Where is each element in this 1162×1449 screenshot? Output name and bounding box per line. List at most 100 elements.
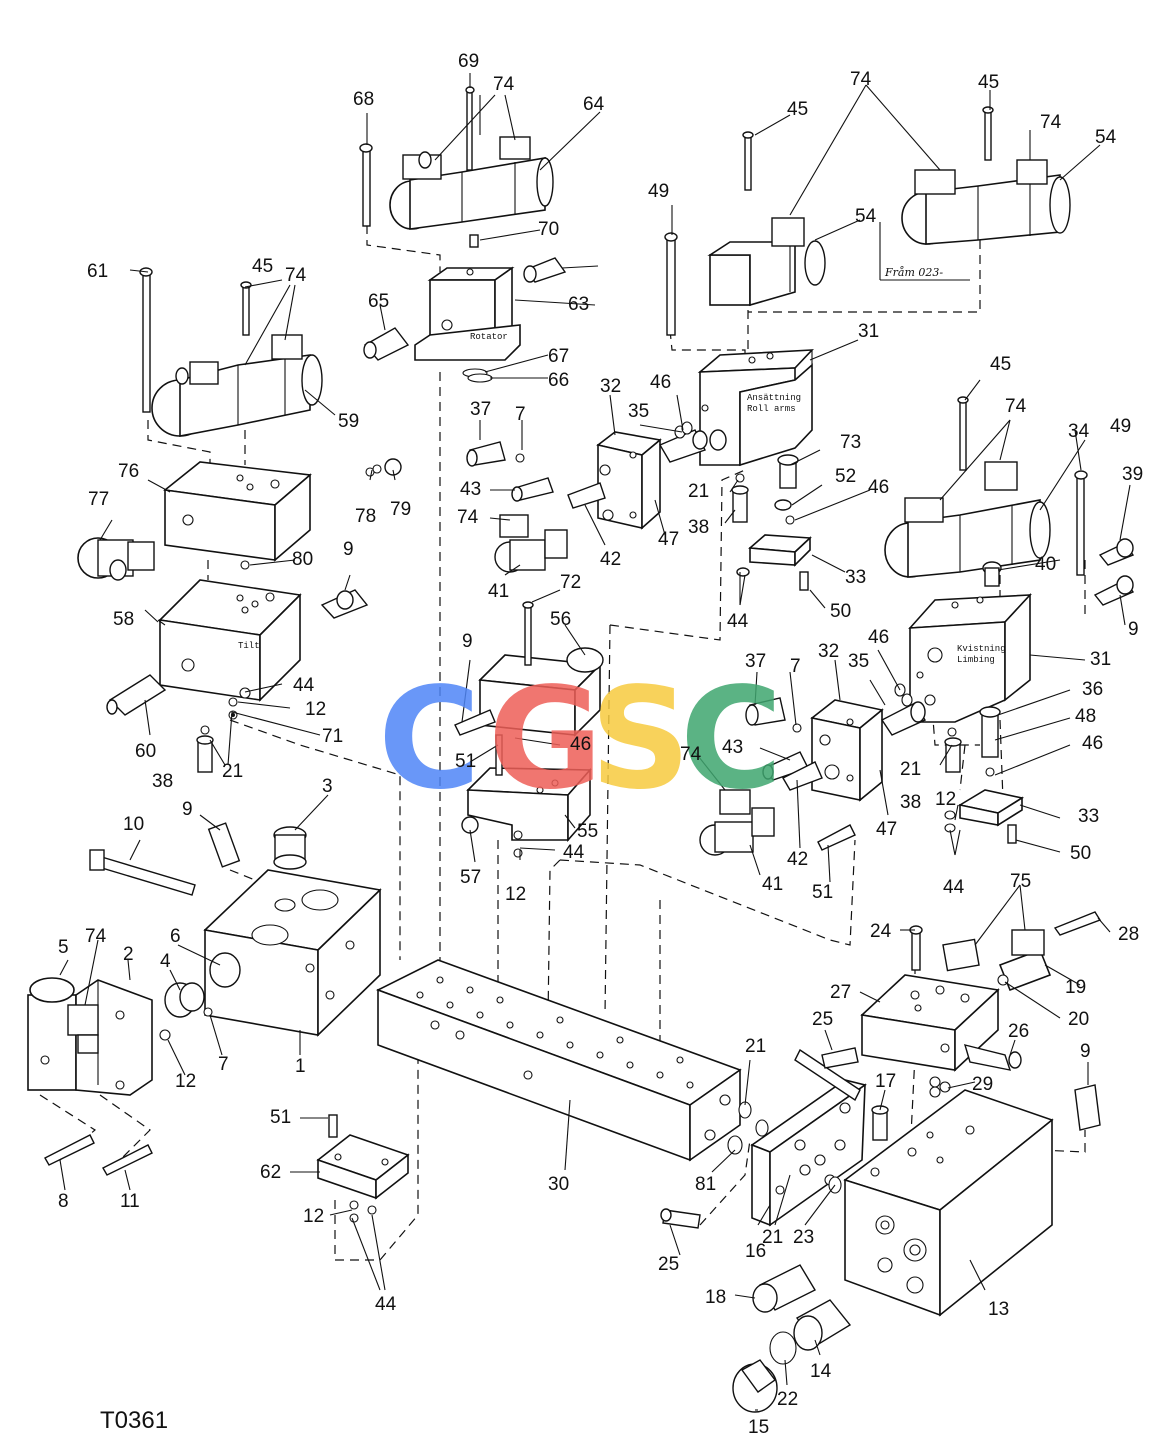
callout-12-b: 12 xyxy=(305,699,327,720)
callout-21-e: 21 xyxy=(762,1227,784,1248)
callout-41: 41 xyxy=(488,581,510,602)
callout-5: 5 xyxy=(58,937,69,958)
callout-54: 54 xyxy=(855,206,877,227)
fittings-tilt xyxy=(106,458,402,773)
callout-49-b: 49 xyxy=(1110,416,1132,437)
callout-16: 16 xyxy=(745,1241,767,1262)
callout-74-g: 74 xyxy=(680,744,702,765)
callout-72: 72 xyxy=(560,572,582,593)
valve-41-upper xyxy=(494,514,568,573)
callout-81: 81 xyxy=(695,1174,717,1195)
callout-4: 4 xyxy=(160,951,171,972)
solenoid-valve-54b xyxy=(879,106,1071,281)
callout-50-b: 50 xyxy=(1070,843,1092,864)
callout-26: 26 xyxy=(1008,1021,1030,1042)
label-rollarms-2: Roll arms xyxy=(747,404,796,414)
callout-74: 74 xyxy=(493,74,515,95)
fittings-rotator xyxy=(359,86,567,383)
callout-38-c: 38 xyxy=(900,792,922,813)
callout-40: 40 xyxy=(1035,554,1057,575)
callout-44: 44 xyxy=(727,611,749,632)
callout-9-c: 9 xyxy=(182,799,193,820)
callout-1: 1 xyxy=(295,1056,306,1077)
callout-74-b: 74 xyxy=(285,265,307,286)
callout-32: 32 xyxy=(600,376,622,397)
callout-44-b: 44 xyxy=(293,675,315,696)
callout-45-c: 45 xyxy=(978,72,1000,93)
callout-67: 67 xyxy=(548,346,570,367)
callout-48: 48 xyxy=(1075,706,1097,727)
callout-74-d: 74 xyxy=(1040,112,1062,133)
callout-42-b: 42 xyxy=(787,849,809,870)
callout-70: 70 xyxy=(538,219,560,240)
solenoid-valve-54a xyxy=(664,131,826,336)
callout-31-b: 31 xyxy=(1090,649,1112,670)
block-33-right xyxy=(957,789,1025,844)
drawing-code: T0361 xyxy=(100,1407,169,1434)
callout-21-c: 21 xyxy=(900,759,922,780)
block-32-right xyxy=(810,699,884,802)
fittings-right-lower xyxy=(660,1047,859,1229)
callout-58: 58 xyxy=(113,609,135,630)
valve-block-1 xyxy=(203,869,382,1037)
callout-35-b: 35 xyxy=(848,651,870,672)
callout-44-c: 44 xyxy=(563,842,585,863)
cover-block-62 xyxy=(316,1114,410,1223)
callout-21: 21 xyxy=(222,761,244,782)
leader-lines xyxy=(59,73,1131,1411)
callout-52: 52 xyxy=(835,466,857,487)
label-from-note: Fråm 023- xyxy=(885,266,944,279)
valve-19 xyxy=(997,911,1102,992)
callout-42: 42 xyxy=(600,549,622,570)
callout-77: 77 xyxy=(88,489,110,510)
callout-44-e: 44 xyxy=(375,1294,397,1315)
callout-37: 37 xyxy=(470,399,492,420)
callout-2: 2 xyxy=(123,944,134,965)
callout-21-d: 21 xyxy=(745,1036,767,1057)
callout-7-c: 7 xyxy=(790,656,801,677)
callout-34: 34 xyxy=(1068,421,1090,442)
callout-61: 61 xyxy=(87,261,109,282)
fittings-rollarms xyxy=(466,421,799,525)
callout-12: 12 xyxy=(175,1071,197,1092)
callout-69: 69 xyxy=(458,51,480,72)
fittings-left xyxy=(89,822,307,1041)
solenoid-valve-2 xyxy=(27,977,153,1096)
callout-15: 15 xyxy=(748,1417,770,1438)
callout-9: 9 xyxy=(343,539,354,560)
watermark-letter-4: C xyxy=(680,658,783,821)
valve-41-right xyxy=(699,789,775,856)
limbing-block-31 xyxy=(908,592,1032,723)
callout-29: 29 xyxy=(972,1074,994,1095)
callout-45-b: 45 xyxy=(252,256,274,277)
callout-23: 23 xyxy=(793,1227,815,1248)
callout-33: 33 xyxy=(845,567,867,588)
callout-73: 73 xyxy=(840,432,862,453)
callout-9-d: 9 xyxy=(462,631,473,652)
callout-66: 66 xyxy=(548,370,570,391)
callout-18: 18 xyxy=(705,1287,727,1308)
watermark-letter-1: C xyxy=(378,658,481,821)
callout-50: 50 xyxy=(830,601,852,622)
block-33-upper xyxy=(736,534,812,591)
callout-79: 79 xyxy=(390,499,412,520)
tilt-block-58 xyxy=(158,579,302,702)
block-13 xyxy=(843,1084,1101,1317)
callout-51-c: 51 xyxy=(270,1107,292,1128)
label-tilt: Tilt xyxy=(238,641,260,651)
callout-8: 8 xyxy=(58,1191,69,1212)
callout-63: 63 xyxy=(568,294,590,315)
callout-30: 30 xyxy=(548,1174,570,1195)
callout-12-d: 12 xyxy=(935,789,957,810)
callout-74-e: 74 xyxy=(1005,396,1027,417)
solenoid-valve-64 xyxy=(389,136,554,230)
callout-35: 35 xyxy=(628,401,650,422)
callout-20: 20 xyxy=(1068,1009,1090,1030)
callout-3: 3 xyxy=(322,776,333,797)
callout-62: 62 xyxy=(260,1162,282,1183)
callout-74-h: 74 xyxy=(85,926,107,947)
fittings-13-ports xyxy=(732,1264,852,1413)
callout-44-d: 44 xyxy=(943,877,965,898)
callout-27: 27 xyxy=(830,982,852,1003)
callout-10: 10 xyxy=(123,814,145,835)
